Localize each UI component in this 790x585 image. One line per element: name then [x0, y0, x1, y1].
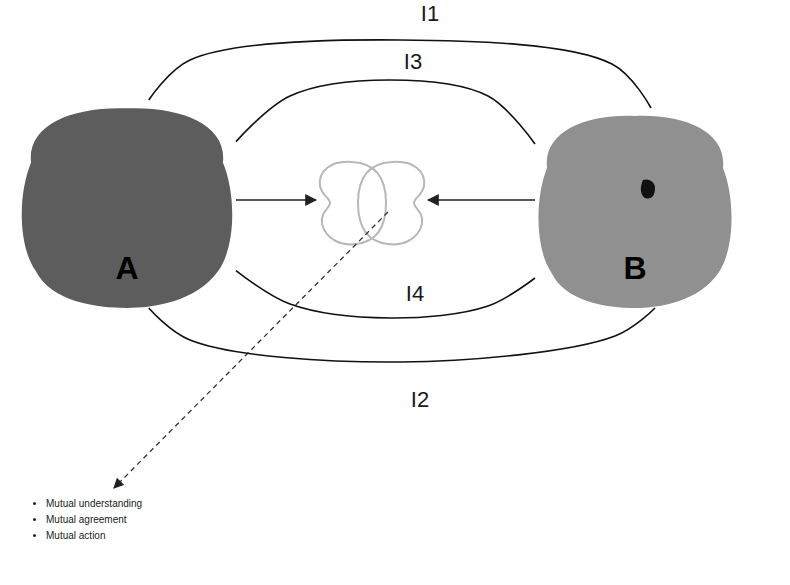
input-arrow: [236, 199, 316, 201]
interaction-arc: [149, 308, 655, 362]
interaction-label: I4: [403, 282, 427, 306]
blob-mark: [641, 179, 655, 198]
input-arrow: [428, 199, 535, 201]
interaction-label: I3: [401, 50, 425, 74]
overlap-symbol: [320, 162, 424, 245]
party-blob: A: [18, 100, 236, 308]
party-label: B: [535, 250, 735, 286]
outcome-item: Mutual agreement: [46, 512, 142, 528]
party-blob: B: [535, 108, 735, 308]
interaction-arc: [236, 80, 535, 144]
outcome-item: Mutual understanding: [46, 496, 142, 512]
interaction-arc: [236, 271, 535, 318]
interaction-label: I1: [418, 2, 442, 26]
outcome-item: Mutual action: [46, 528, 142, 544]
outcome-list: Mutual understandingMutual agreementMutu…: [30, 496, 142, 544]
party-label: A: [18, 250, 236, 286]
interaction-arc: [149, 40, 651, 108]
interaction-label: I2: [408, 388, 432, 412]
